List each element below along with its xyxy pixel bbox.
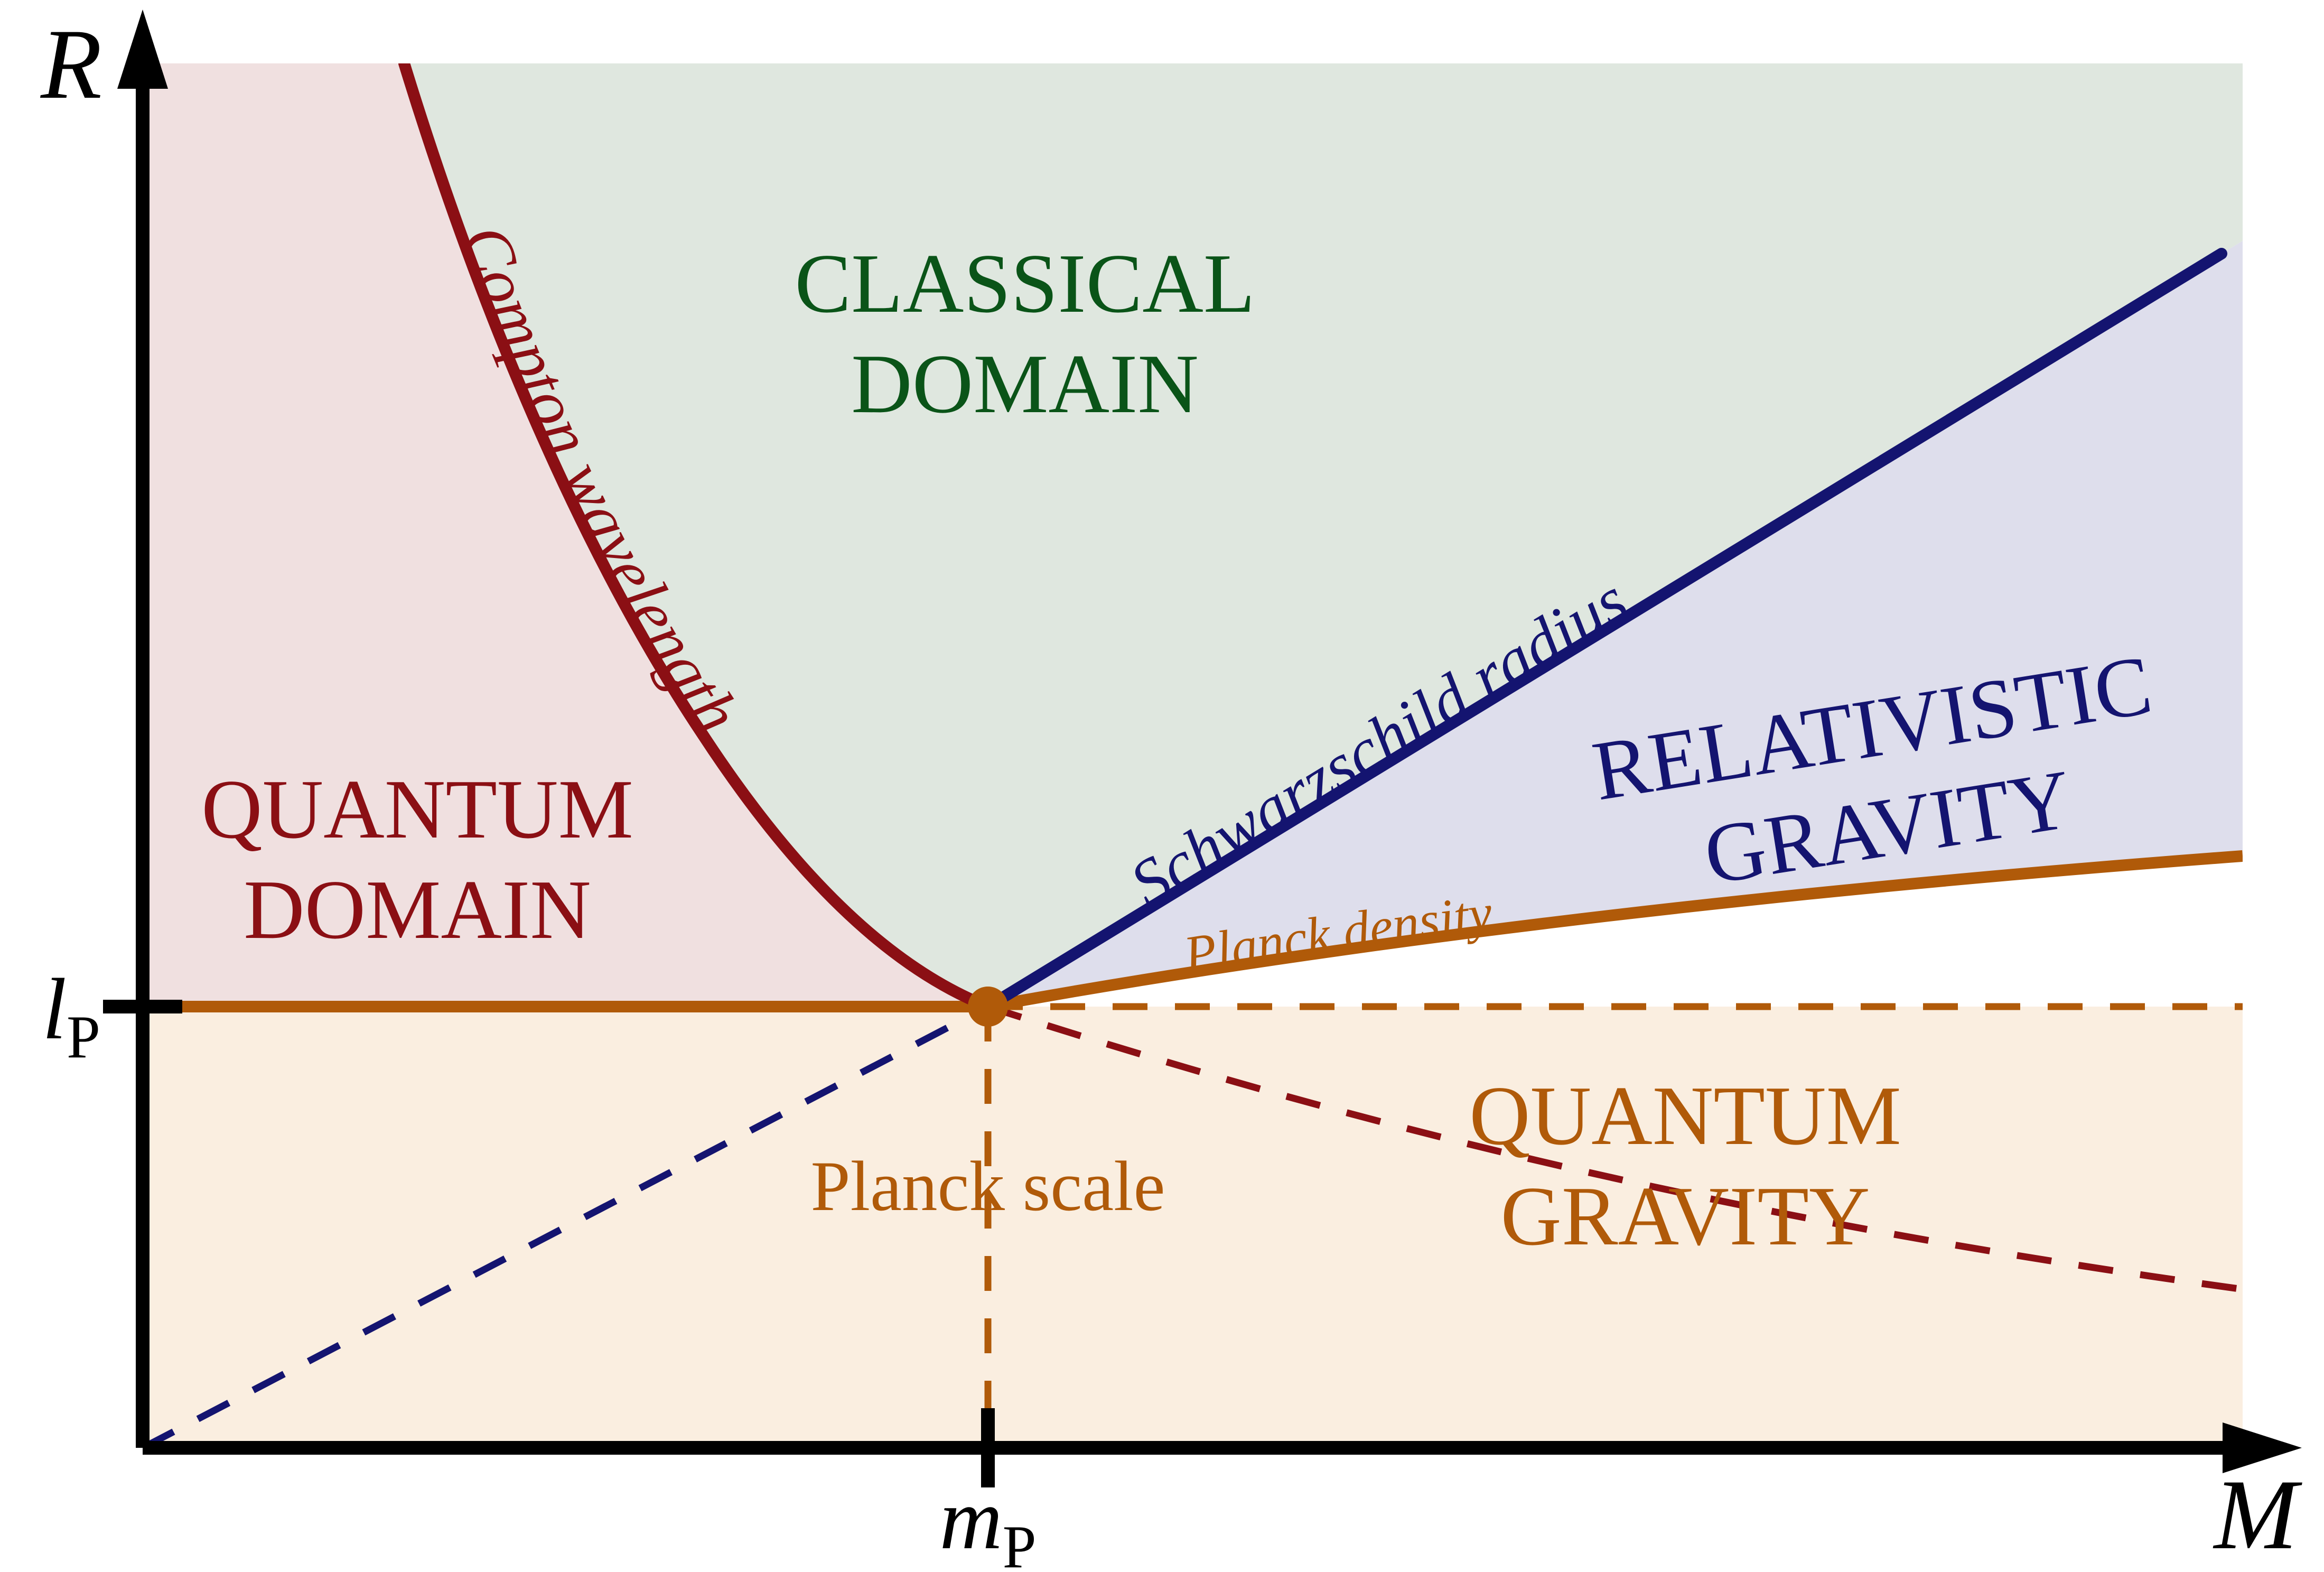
classical-domain-line2: DOMAIN <box>851 337 1199 431</box>
x-tick-label-mP: mP <box>939 1471 1036 1572</box>
region-quantum-domain-fill <box>143 63 988 1007</box>
x-axis-arrowhead <box>2223 1422 2302 1473</box>
lP-sub: P <box>67 1003 100 1071</box>
region-quantum-gravity-fill <box>143 1007 2243 1448</box>
y-axis-arrowhead <box>117 10 168 89</box>
axes <box>136 40 2272 1455</box>
y-axis-label: R <box>40 9 102 120</box>
compton-extension-dashed <box>987 1003 2243 1293</box>
label-quantum-domain: QUANTUM DOMAIN <box>201 762 633 956</box>
planck-point-marker <box>968 987 1008 1027</box>
region-classical-domain-fill <box>404 63 2243 1007</box>
y-tick-label-lP: lP <box>42 961 100 1071</box>
quantum-domain-line1: QUANTUM <box>201 762 633 856</box>
planck-density-curve <box>143 850 2243 1012</box>
schwarzschild-extension-dashed <box>143 1003 990 1448</box>
lP-base: l <box>42 961 67 1057</box>
label-classical-domain: CLASSICAL DOMAIN <box>795 236 1255 431</box>
classical-domain-line1: CLASSICAL <box>795 236 1255 330</box>
mP-sub: P <box>1003 1513 1037 1572</box>
x-axis-label: M <box>2213 1459 2302 1570</box>
mP-base: m <box>939 1471 1002 1567</box>
quantum-gravity-line2: GRAVITY <box>1500 1169 1870 1263</box>
quantum-gravity-line1: QUANTUM <box>1469 1068 1901 1162</box>
planck-scale-label: Planck scale <box>811 1147 1165 1226</box>
label-quantum-gravity: QUANTUM GRAVITY <box>1469 1068 1901 1263</box>
quantum-domain-line2: DOMAIN <box>244 862 591 956</box>
